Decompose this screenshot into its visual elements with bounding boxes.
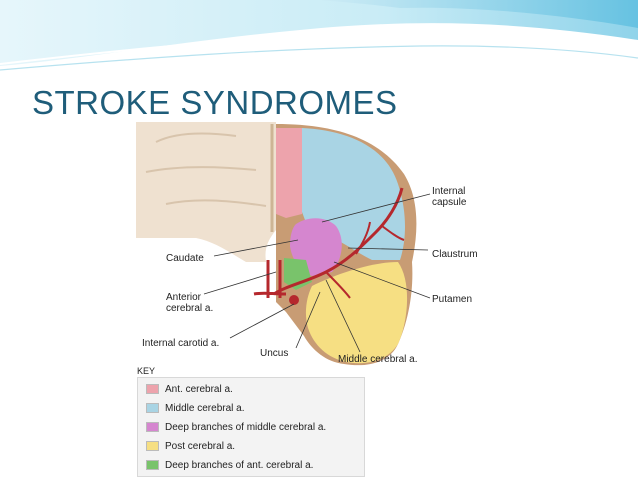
key-swatch (146, 403, 159, 413)
anterior-cerebral-artery (253, 260, 287, 298)
label-uncus: Uncus (260, 348, 289, 359)
key-label: Deep branches of middle cerebral a. (165, 421, 327, 433)
key-swatch (146, 460, 159, 470)
label-internal-carotid: Internal carotid a. (142, 338, 220, 349)
internal-carotid-artery (289, 295, 299, 305)
key-swatch (146, 441, 159, 451)
key-swatch (146, 422, 159, 432)
slide-title: STROKE SYNDROMES (32, 84, 398, 121)
brain-illustration (136, 122, 431, 366)
label-internal-capsule: Internal capsule (432, 186, 467, 208)
brain-coronal-diagram: Internal capsule Caudate Claustrum Anter… (136, 122, 568, 479)
pca-territory (305, 262, 408, 364)
aca-territory (276, 128, 302, 218)
key-label: Middle cerebral a. (165, 402, 245, 414)
key-heading: KEY (137, 366, 156, 376)
key-legend: Ant. cerebral a. Middle cerebral a. Deep… (137, 377, 365, 477)
label-putamen: Putamen (432, 294, 473, 305)
key-label: Ant. cerebral a. (165, 383, 233, 395)
label-middle-cerebral: Middle cerebral a. (338, 354, 418, 365)
key-item: Post cerebral a. (146, 439, 235, 453)
key-label: Post cerebral a. (165, 440, 236, 452)
slide-banner-waves (0, 0, 638, 80)
key-item: Ant. cerebral a. (146, 382, 233, 396)
left-hemisphere (136, 122, 276, 262)
label-claustrum: Claustrum (432, 249, 478, 260)
key-swatch (146, 384, 159, 394)
key-label: Deep branches of ant. cerebral a. (165, 459, 314, 471)
key-item: Middle cerebral a. (146, 401, 244, 415)
middle-cerebral-artery (273, 187, 404, 296)
key-item: Deep branches of ant. cerebral a. (146, 458, 313, 472)
label-anterior-cerebral: Anterior cerebral a. (166, 292, 214, 314)
key-item: Deep branches of middle cerebral a. (146, 420, 326, 434)
label-caudate: Caudate (166, 253, 204, 264)
